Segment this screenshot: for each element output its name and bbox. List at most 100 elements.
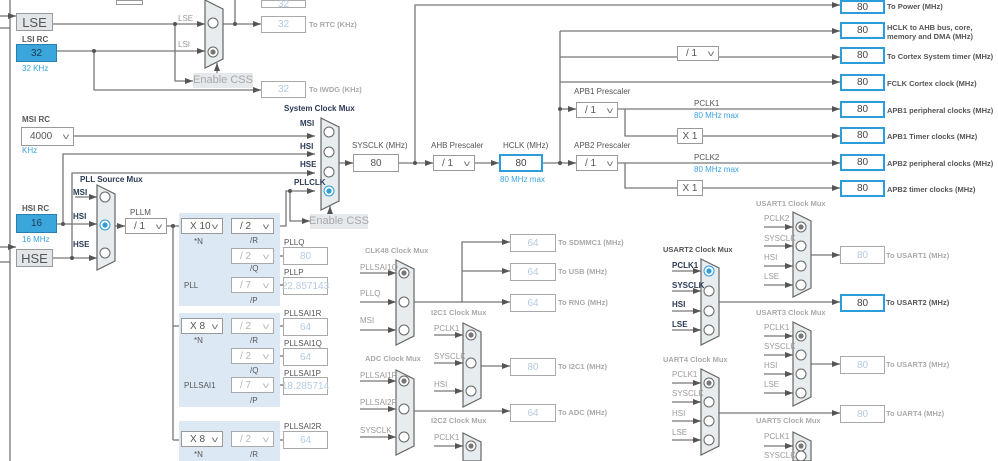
usart1-mux-radio-3[interactable] bbox=[795, 279, 807, 291]
top-partial-output: 32 bbox=[261, 0, 306, 9]
i2c1-output: 80 bbox=[510, 358, 556, 376]
rtc-output: 32 bbox=[261, 16, 306, 33]
adc-mux-radio-2[interactable] bbox=[398, 431, 410, 443]
system-clock-mux-radio-0[interactable] bbox=[323, 126, 335, 138]
wire bbox=[174, 24, 193, 84]
system-clock-mux-radio-1[interactable] bbox=[323, 146, 335, 158]
uart5-input-0: PCLK1 bbox=[764, 432, 790, 441]
i2c1-mux-radio-2[interactable] bbox=[465, 385, 477, 397]
output-box-6[interactable]: 80 bbox=[840, 154, 885, 171]
uart4-mux-radio-1[interactable] bbox=[703, 396, 715, 408]
uart5-mux bbox=[792, 431, 812, 461]
clk48-mux-radio-2[interactable] bbox=[398, 324, 410, 336]
usart3-mux-radio-3[interactable] bbox=[795, 387, 807, 399]
pllsai2r-output: 64 bbox=[283, 431, 328, 449]
pclk2-label: PCLK2 bbox=[694, 153, 720, 162]
hclk-input[interactable]: 80 bbox=[499, 154, 543, 172]
usart1-input-2: HSI bbox=[764, 253, 778, 262]
usart1-mux-radio-1[interactable] bbox=[795, 240, 807, 252]
enable-css-sysclk-button[interactable]: Enable CSS bbox=[309, 214, 369, 229]
usart3-mux-radio-1[interactable] bbox=[795, 349, 807, 361]
junction-dot bbox=[233, 22, 237, 26]
uart4-input-1: SYSCLK bbox=[672, 389, 704, 398]
usart1-mux-radio-2[interactable] bbox=[795, 260, 807, 272]
sysclk-label: SYSCLK (MHz) bbox=[352, 141, 408, 150]
output-box-1[interactable]: 80 bbox=[840, 22, 885, 39]
pllsai1-n-dropdown-value: X 8 bbox=[190, 320, 206, 332]
wire bbox=[461, 239, 510, 302]
i2c1-mux-radio-1[interactable] bbox=[465, 357, 477, 369]
pll-r-dropdown-value: / 2 bbox=[240, 220, 252, 232]
i2c1-input-1: SYSCLK bbox=[434, 352, 466, 361]
usart2-mux-radio-3[interactable] bbox=[703, 324, 715, 336]
uart4-mux-radio-3[interactable] bbox=[703, 434, 715, 446]
usart3-input-1: SYSCLK bbox=[764, 342, 796, 351]
output-box-7[interactable]: 80 bbox=[840, 180, 885, 197]
i2c1-input-0: PCLK1 bbox=[434, 324, 460, 333]
output-label-0: To Power (MHz) bbox=[887, 2, 943, 11]
pllp-label: PLLP bbox=[284, 268, 304, 277]
output-box-4[interactable]: 80 bbox=[840, 101, 885, 118]
pll-source-mux-radio-0[interactable] bbox=[99, 191, 111, 203]
hse-button[interactable]: HSE bbox=[16, 249, 53, 267]
pllsai1r-label: PLLSAI1R bbox=[284, 309, 322, 318]
pllq-output: 80 bbox=[283, 247, 328, 265]
chevron-down-icon: v bbox=[707, 49, 715, 58]
chevron-down-icon: v bbox=[155, 221, 163, 231]
usart2-mux-radio-2[interactable] bbox=[703, 305, 715, 317]
sysclk-value: 80 bbox=[353, 154, 399, 172]
output-box-5[interactable]: 80 bbox=[840, 127, 885, 144]
uart5-mux-radio-1[interactable] bbox=[795, 450, 807, 461]
pclk1-label: PCLK1 bbox=[694, 99, 720, 108]
pll-n-dropdown-value: X 10 bbox=[190, 220, 211, 232]
junction-dot bbox=[92, 49, 96, 53]
lsi-value[interactable]: 32 bbox=[16, 44, 57, 62]
chevron-down-icon: v bbox=[211, 434, 219, 444]
i2c1-mux bbox=[462, 322, 482, 408]
output-box-0[interactable]: 80 bbox=[840, 0, 885, 14]
enable-css-rtc-button[interactable]: Enable CSS bbox=[193, 73, 253, 88]
pll-source-mux bbox=[96, 184, 116, 271]
apb2-prescaler-dropdown-value: / 1 bbox=[585, 157, 597, 169]
junction-dot bbox=[61, 222, 65, 226]
uart4-mux-radio-2[interactable] bbox=[703, 415, 715, 427]
clk48-mux-radio-1[interactable] bbox=[398, 296, 410, 308]
clk48-mux-title: CLK48 Clock Mux bbox=[365, 246, 429, 255]
usart2-output[interactable]: 80 bbox=[840, 294, 885, 312]
pll-source-mux-radio-2[interactable] bbox=[99, 247, 111, 259]
i2c2-input-0: PCLK1 bbox=[434, 433, 460, 442]
usart3-mux-radio-2[interactable] bbox=[795, 368, 807, 380]
rtc-output-label: To RTC (KHz) bbox=[309, 20, 357, 29]
system-clock-mux-radio-2[interactable] bbox=[323, 166, 335, 178]
hclk-max: 80 MHz max bbox=[500, 175, 545, 184]
adc-mux-radio-1[interactable] bbox=[398, 403, 410, 415]
output-label-1: HCLK to AHB bus, core, bbox=[887, 23, 973, 32]
i2c1-output-label: To I2C1 (MHz) bbox=[558, 362, 608, 371]
hclk-label: HCLK (MHz) bbox=[503, 141, 549, 150]
i2c1-mux-title: I2C1 Clock Mux bbox=[431, 308, 487, 317]
msi-dropdown-value: 4000 bbox=[30, 131, 53, 142]
lse-button[interactable]: LSE bbox=[16, 13, 53, 31]
pll-q-label: /Q bbox=[250, 264, 259, 273]
usart3-input-0: PCLK1 bbox=[764, 323, 790, 332]
hsi-value[interactable]: 16 bbox=[16, 214, 57, 233]
pllsai1-name: PLLSAI1 bbox=[184, 381, 216, 390]
uart4-input-0: PCLK1 bbox=[672, 370, 698, 379]
rtc-mux-radio-0[interactable] bbox=[207, 17, 219, 29]
output-box-3[interactable]: 80 bbox=[840, 74, 885, 91]
pllsai2r-label: PLLSAI2R bbox=[284, 422, 322, 431]
sysclk-mux-input-pllclk: PLLCLK bbox=[294, 178, 326, 187]
output-box-2[interactable]: 80 bbox=[840, 47, 885, 64]
usart2-mux-radio-1[interactable] bbox=[703, 285, 715, 297]
